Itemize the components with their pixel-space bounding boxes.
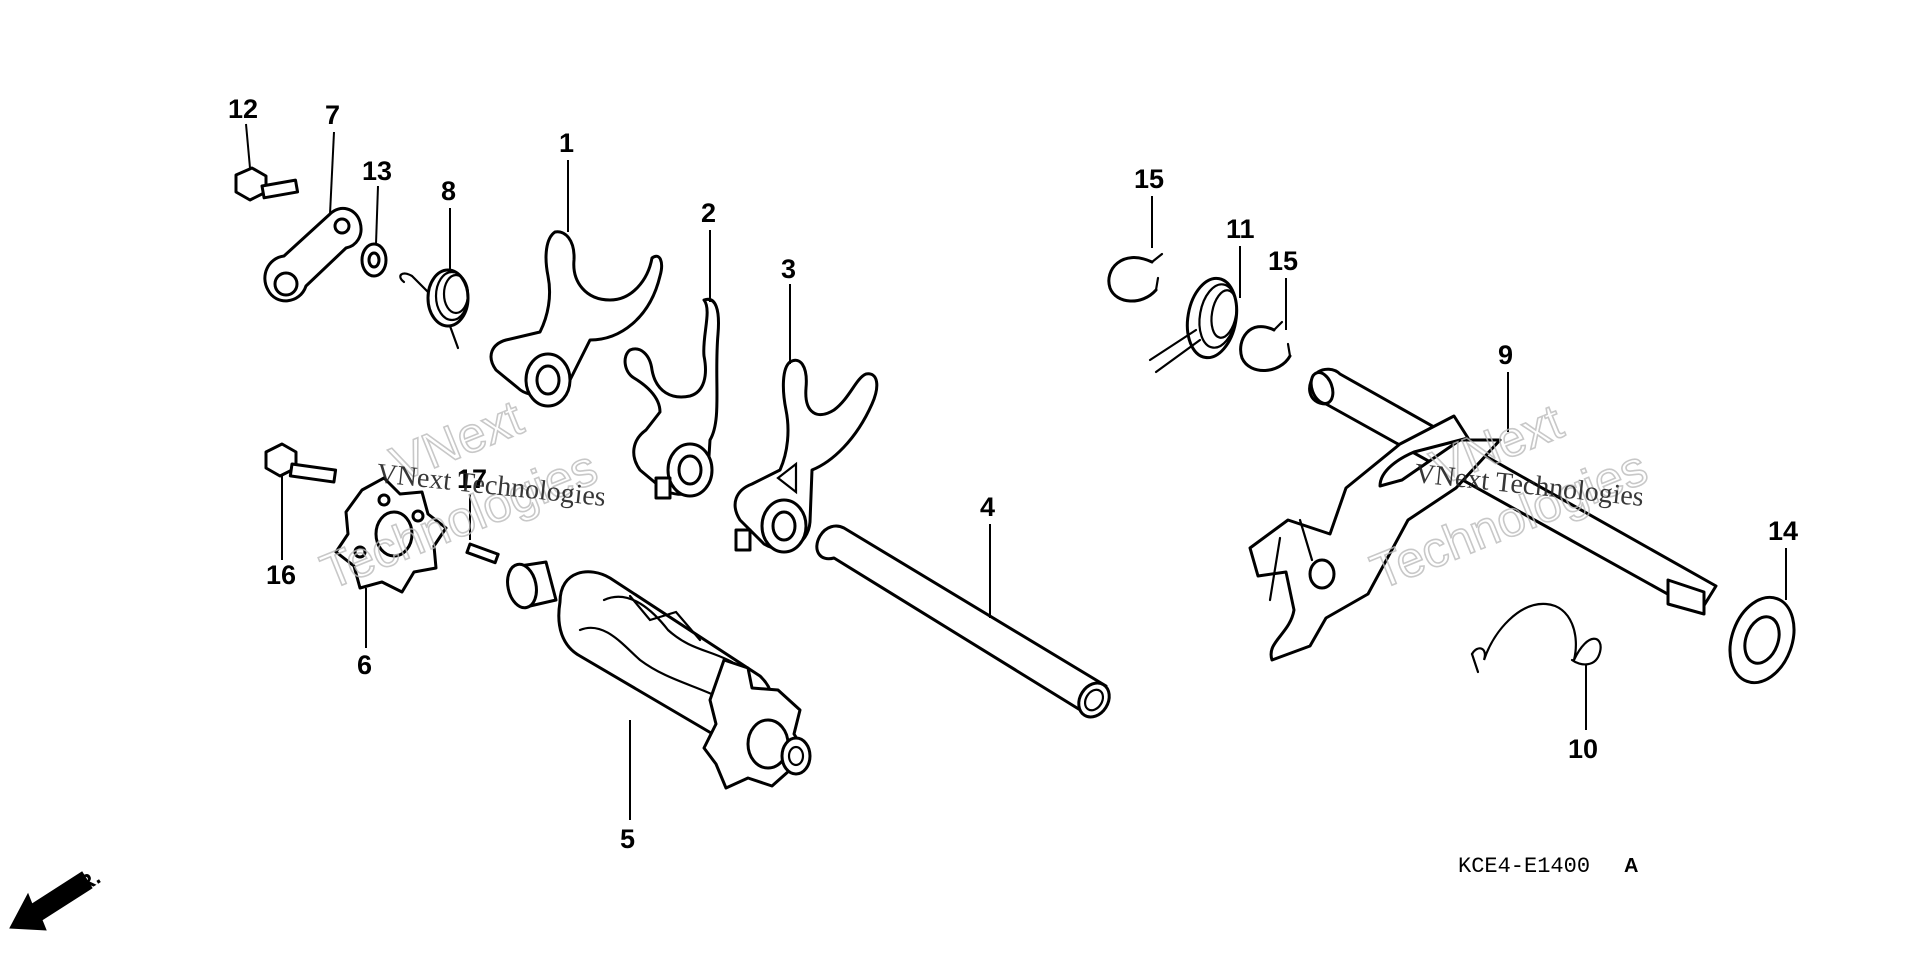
- part-15-circlip-a: [1107, 252, 1164, 303]
- part-9-shift-spindle: [1248, 367, 1718, 662]
- diagram-code-text: KCE4-E1400: [1458, 854, 1590, 879]
- callout-numbers: 1 2 3 4 5 6 7 8 9 10 11 12 13 14 15 15 1…: [228, 94, 1798, 854]
- part-13-washer: [360, 242, 388, 278]
- front-arrow-icon: [9, 871, 93, 931]
- callout-15-top: 15: [1134, 164, 1164, 194]
- callout-3: 3: [781, 254, 796, 284]
- part-11-spring: [1148, 276, 1239, 374]
- part-6-star-plate: [334, 476, 448, 594]
- callout-10: 10: [1568, 734, 1598, 764]
- callout-17: 17: [457, 464, 487, 494]
- part-7-stopper-arm: [263, 206, 363, 303]
- part-3-shift-fork: [733, 358, 879, 554]
- callout-2: 2: [701, 198, 716, 228]
- diagram-code: KCE4-E1400 A: [1458, 854, 1638, 879]
- front-direction-indicator: FR.: [9, 864, 105, 931]
- callout-16: 16: [266, 560, 296, 590]
- part-10-return-spring: [1470, 602, 1602, 674]
- callout-1: 1: [559, 128, 574, 158]
- part-16-bolt: [264, 442, 338, 484]
- part-17-pin: [465, 542, 500, 565]
- part-5-shift-drum: [506, 560, 812, 790]
- part-2-shift-fork: [623, 297, 720, 500]
- part-14-oil-seal: [1728, 595, 1796, 685]
- callout-7: 7: [325, 100, 340, 130]
- callout-9: 9: [1498, 340, 1513, 370]
- part-1-shift-fork: [489, 230, 664, 408]
- part-12-bolt: [234, 166, 300, 202]
- part-8-spring: [399, 268, 470, 350]
- part-15-circlip-b: [1239, 320, 1292, 372]
- callout-15-mid: 15: [1268, 246, 1298, 276]
- diagram-code-suffix: A: [1624, 855, 1638, 877]
- callout-11: 11: [1226, 214, 1255, 244]
- part-4-fork-shaft: [815, 524, 1111, 719]
- callout-6: 6: [357, 650, 372, 680]
- callout-8: 8: [441, 176, 456, 206]
- callout-14: 14: [1768, 516, 1798, 546]
- callout-12: 12: [228, 94, 258, 124]
- callout-4: 4: [980, 492, 995, 522]
- callout-5: 5: [620, 824, 635, 854]
- callout-13: 13: [362, 156, 392, 186]
- leader-lines: [245, 123, 1787, 820]
